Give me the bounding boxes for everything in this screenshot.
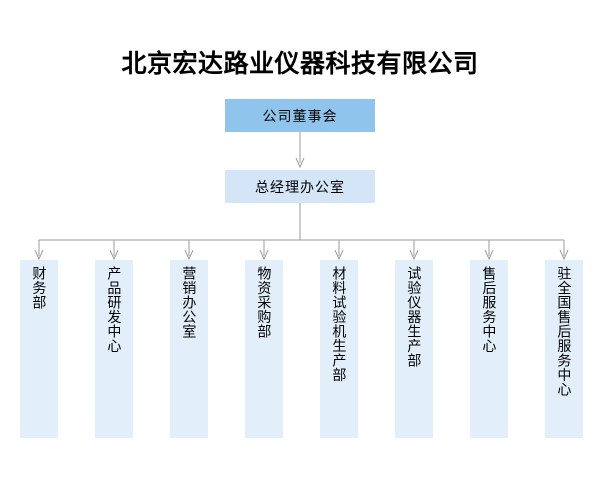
node-label: 试验仪器生产部 bbox=[406, 266, 423, 368]
node-national-after-sales-center[interactable]: 驻全国售后服务中心 bbox=[545, 260, 583, 438]
node-marketing-office[interactable]: 营销办公室 bbox=[170, 260, 208, 438]
node-label: 物资采购部 bbox=[256, 266, 273, 339]
node-label: 售后服务中心 bbox=[481, 266, 498, 353]
node-label: 营销办公室 bbox=[181, 266, 198, 339]
node-test-instrument-production[interactable]: 试验仪器生产部 bbox=[395, 260, 433, 438]
node-procurement[interactable]: 物资采购部 bbox=[245, 260, 283, 438]
node-board[interactable]: 公司董事会 bbox=[225, 99, 375, 132]
node-material-testing-machine-production[interactable]: 材料试验机生产部 bbox=[320, 260, 358, 438]
node-after-sales-center[interactable]: 售后服务中心 bbox=[470, 260, 508, 438]
node-label: 材料试验机生产部 bbox=[331, 266, 348, 382]
node-finance[interactable]: 财务部 bbox=[20, 260, 58, 438]
node-label: 财务部 bbox=[31, 266, 48, 310]
node-gm-office[interactable]: 总经理办公室 bbox=[225, 170, 375, 203]
node-label: 驻全国售后服务中心 bbox=[556, 266, 573, 397]
node-rnd-center[interactable]: 产品研发中心 bbox=[95, 260, 133, 438]
page-title: 北京宏达路业仪器科技有限公司 bbox=[121, 51, 479, 78]
node-label: 产品研发中心 bbox=[106, 266, 123, 353]
